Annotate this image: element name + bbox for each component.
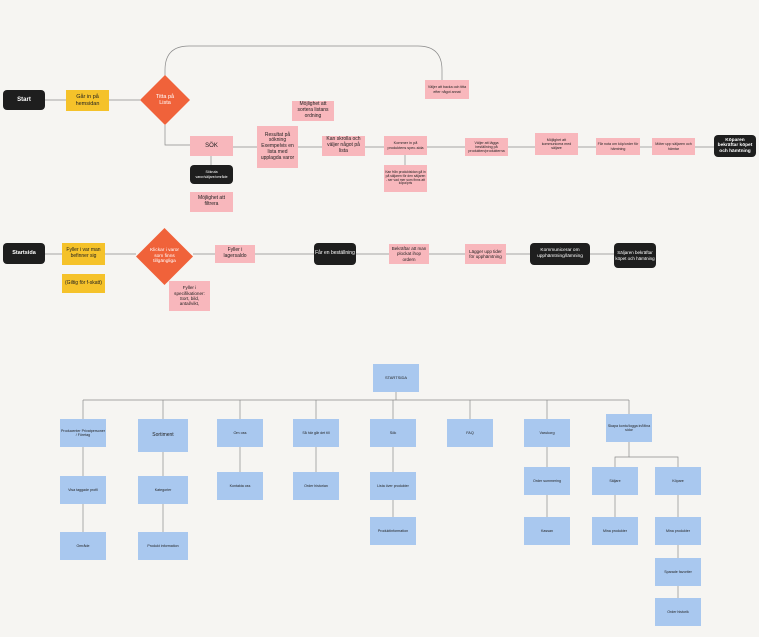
flow1-go-back: Väljer att backa och titta efter något a… xyxy=(425,80,469,99)
sitemap-section-faq: FAQ xyxy=(447,419,493,447)
sitemap-root: STARTSIDA xyxy=(373,364,419,392)
flow2-valid: (Giltig för f-skatt) xyxy=(62,274,105,293)
flow1-search: SÖK xyxy=(190,136,233,156)
flow2-click-diamond: Klickar i varor som finns tillgängliga xyxy=(136,228,193,285)
sitemap-cart-checkout: Kassan xyxy=(524,517,570,545)
flow1-product-page: Kommer in på produktens spec-sida xyxy=(384,136,427,155)
sitemap-account-seller: Säljare xyxy=(592,467,638,495)
flow1-look-label: Titta på Lista xyxy=(155,93,175,106)
flow2-click-label: Klickar i varor som finns tillgängliga xyxy=(149,248,180,265)
sitemap-section-how: Så här går det till xyxy=(293,419,339,447)
flow2-specs: Fyller i specifikationer: Sort, bild, an… xyxy=(169,281,210,311)
flow1-search-hint: Sökruta varor/säljare/område xyxy=(190,165,233,184)
sitemap-section-account: Skapa konto/logga in/Mina sidor xyxy=(606,414,652,442)
sitemap-section-assortment: Sortiment xyxy=(138,419,188,452)
sitemap-cart-summary: Order summering xyxy=(524,467,570,495)
sitemap-assortment-product-info: Produkt information xyxy=(138,532,188,560)
sitemap-buyer-products: Mina produkter xyxy=(655,517,701,545)
flow2-fill-info: Fyller i var man befinner sig xyxy=(62,243,105,265)
sitemap-search-product-info: Produktinformation xyxy=(370,517,416,545)
flow1-seller-page: Kan från produktsidan gå in på säljaren … xyxy=(384,165,427,192)
sitemap-section-about: Om oss xyxy=(217,419,263,447)
flow1-order: Väljer att lägga beställning på produkte… xyxy=(465,138,508,156)
flow1-scroll: Kan skrolla och väljer något på lista xyxy=(322,136,365,156)
flow1-communicate: Möjlighet att kommunicera med säljare xyxy=(535,133,578,155)
flow2-schedule: Lägger upp tider för upphämtning xyxy=(465,244,506,264)
flow2-get-order: Får en beställning xyxy=(314,243,356,265)
sitemap-producers-profile: Visa taggade profil xyxy=(60,476,106,504)
sitemap-section-search: Sök xyxy=(370,419,416,447)
flow1-pickup: Möter upp säljaren och hämtar xyxy=(652,138,695,155)
sitemap-buyer-favorites: Sparade favoriter xyxy=(655,558,701,586)
sitemap-how-order-history: Order historian xyxy=(293,472,339,500)
flow1-confirm: Köparen bekräftar köpet och hämtning xyxy=(714,135,756,157)
flow1-receipt: Får nota om köp/order för hämtning xyxy=(596,138,640,155)
sitemap-buyer-order-history: Order historik xyxy=(655,598,701,626)
flow2-stock: Fyller i lagersaldo xyxy=(215,245,255,263)
sitemap-search-product-list: Lista över produkter xyxy=(370,472,416,500)
flow2-seller-confirms: Säljaren bekräftar köpet och hämtning xyxy=(614,243,656,268)
flow2-communicate: Kommunicerar om upphämtning/lämning xyxy=(530,243,590,265)
sitemap-seller-products: Mina produkter xyxy=(592,517,638,545)
flow1-filter: Möjlighet att filtrera xyxy=(190,192,233,212)
flow1-sort: Möjlighet att sortera listans ordning xyxy=(292,101,334,121)
sitemap-account-buyer: Köpare xyxy=(655,467,701,495)
flow2-start: Startsida xyxy=(3,243,45,264)
sitemap-section-producers: Producenter Privatpersoner / Företag xyxy=(60,419,106,447)
sitemap-producers-area: Område xyxy=(60,532,106,560)
sitemap-assortment-categories: Kategorier xyxy=(138,476,188,504)
flow1-look-diamond: Titta på Lista xyxy=(140,75,190,125)
sitemap-about-contact: Kontakta oss xyxy=(217,472,263,500)
flow1-results: Resultat på sökning Exempelvis en lista … xyxy=(257,126,298,168)
flow1-go-to-site: Går in på hemsidan xyxy=(66,90,109,111)
flow2-confirm-picked: Bekräftar att man plockat ihop ordern xyxy=(389,244,429,264)
flow1-start: Start xyxy=(3,90,45,110)
sitemap-section-cart: Varukorg xyxy=(524,419,570,447)
